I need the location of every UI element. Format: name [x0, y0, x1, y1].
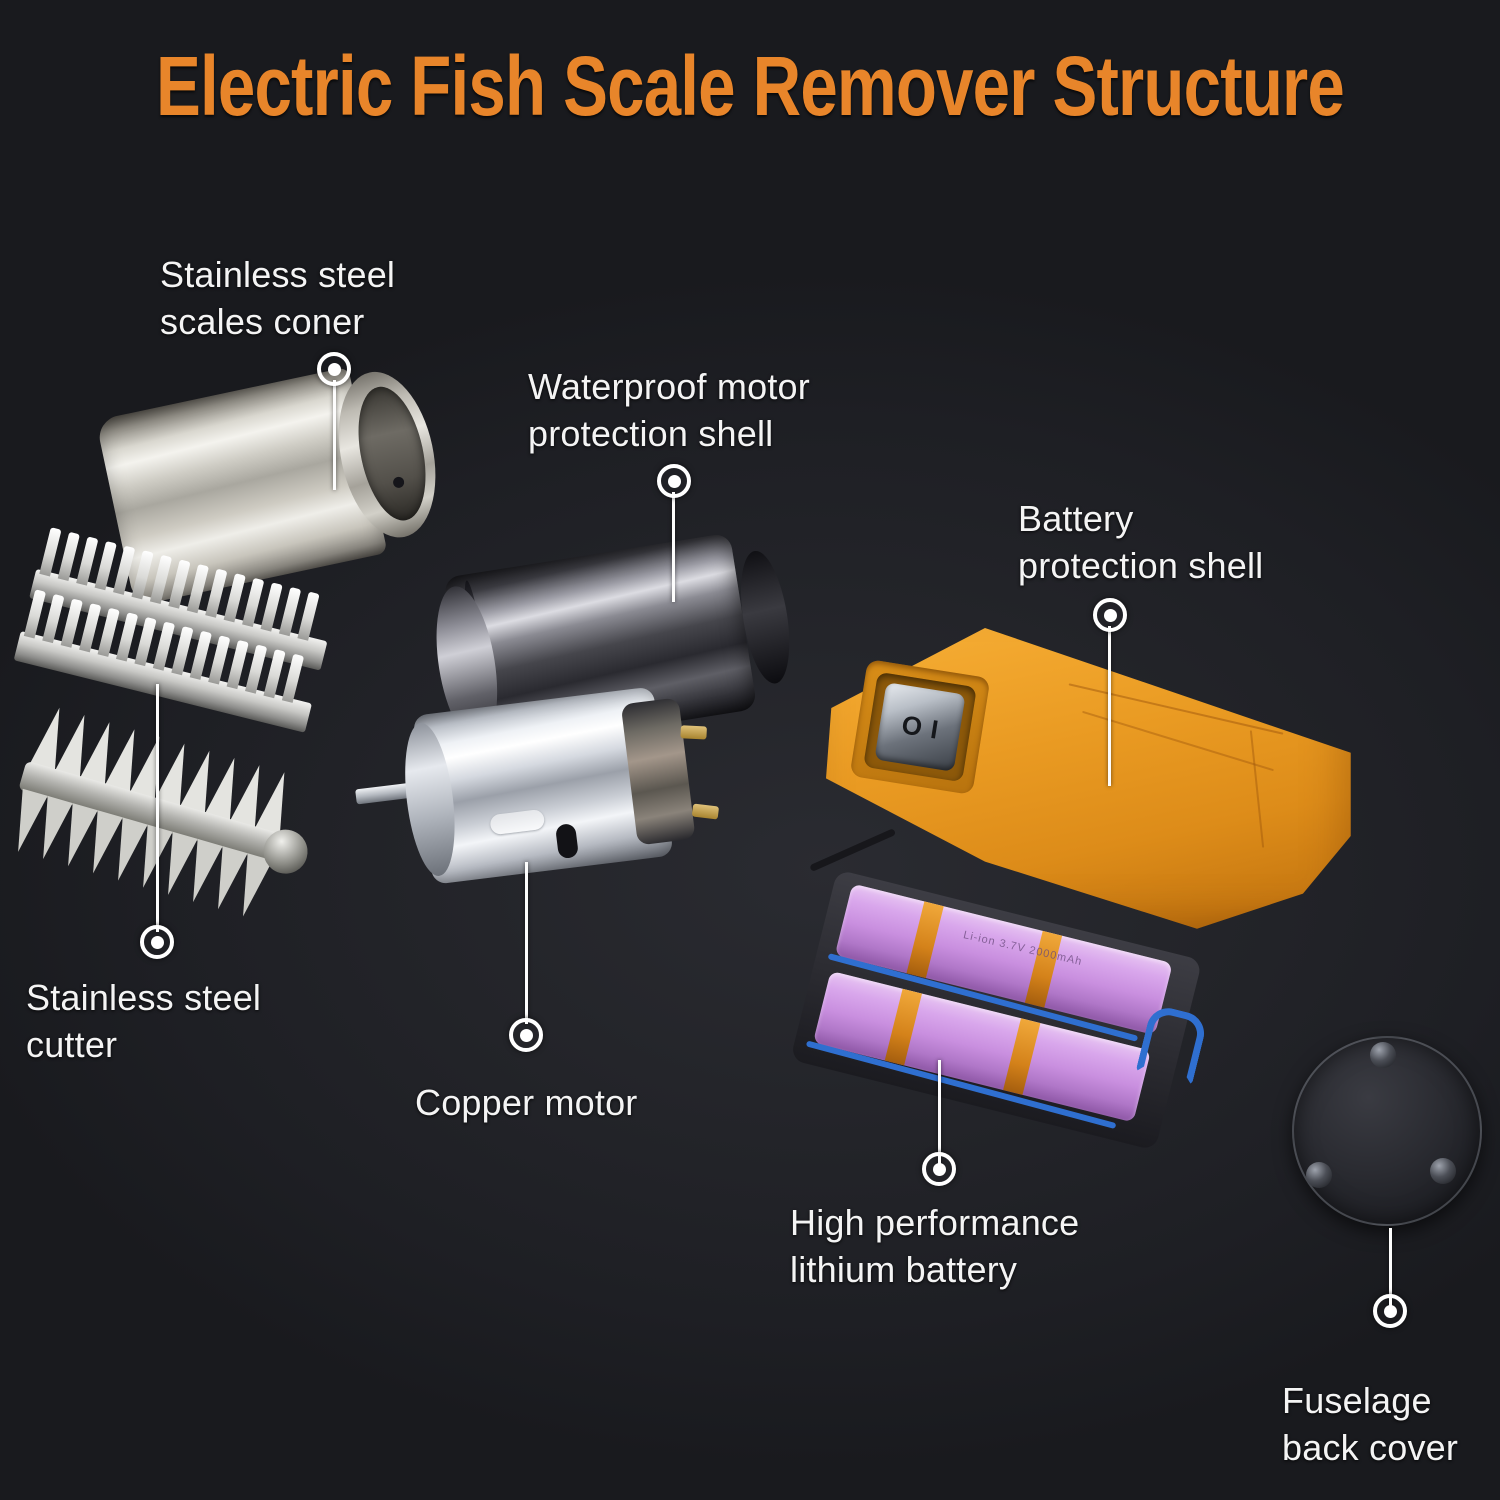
back-cover-screw: [1430, 1158, 1456, 1184]
motor-terminal: [680, 725, 707, 740]
callout-line-steel-cutter: [156, 684, 159, 932]
callout-marker-back-cover[interactable]: [1373, 1294, 1407, 1328]
motor-terminal: [691, 803, 720, 820]
page-title: Electric Fish Scale Remover Structure: [156, 39, 1345, 133]
callout-label-steel-cutter: Stainless steel cutter: [26, 977, 262, 1065]
power-switch-button[interactable]: O I: [874, 682, 966, 772]
callout-label-scales-coner: Stainless steel scales coner: [160, 254, 396, 342]
callout-marker-copper-motor[interactable]: [509, 1018, 543, 1052]
copper-motor-part: [355, 682, 720, 887]
callout-line-back-cover: [1389, 1228, 1392, 1310]
fuselage-back-cover-part: [1292, 1036, 1482, 1226]
callout-marker-battery-shell[interactable]: [1093, 598, 1127, 632]
callout-label-battery-shell: Battery protection shell: [1018, 498, 1264, 586]
power-switch-bezel: O I: [849, 659, 991, 795]
switch-off-symbol: O: [899, 709, 925, 743]
back-cover-disc: [1292, 1036, 1482, 1226]
back-cover-screw: [1370, 1042, 1396, 1068]
callout-label-copper-motor: Copper motor: [415, 1082, 638, 1123]
callout-label-lithium-battery: High performance lithium battery: [790, 1202, 1080, 1290]
callout-marker-scales-coner[interactable]: [317, 352, 351, 386]
callout-marker-lithium-battery[interactable]: [922, 1152, 956, 1186]
back-cover-screw: [1306, 1162, 1332, 1188]
callout-marker-motor-shell[interactable]: [657, 464, 691, 498]
callout-label-motor-shell: Waterproof motor protection shell: [528, 366, 810, 454]
power-switch-well: O I: [863, 671, 977, 783]
callout-line-lithium-battery: [938, 1060, 941, 1168]
callout-line-scales-coner: [333, 380, 336, 490]
callout-line-battery-shell: [1108, 626, 1111, 786]
callout-label-back-cover: Fuselage back cover: [1282, 1380, 1459, 1468]
battery-protection-shell-part: O I: [826, 612, 1356, 932]
callout-marker-steel-cutter[interactable]: [140, 925, 174, 959]
callout-line-copper-motor: [525, 862, 528, 1024]
switch-on-symbol: I: [928, 713, 941, 745]
callout-line-motor-shell: [672, 492, 675, 602]
